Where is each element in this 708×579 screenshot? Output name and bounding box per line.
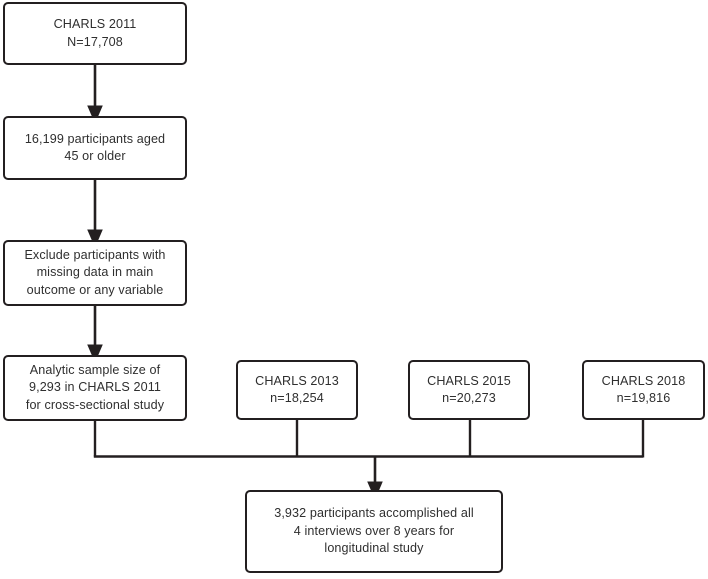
node-longitudinal-sample-label: 3,932 participants accomplished all 4 in… bbox=[274, 506, 474, 556]
node-source-cohort-label: CHARLS 2011 N=17,708 bbox=[53, 17, 137, 49]
node-wave-2015-label: CHARLS 2015 n=20,273 bbox=[427, 373, 511, 406]
node-wave-2018[interactable]: CHARLS 2018 n=19,816 bbox=[582, 360, 705, 420]
node-exclusion-missing-data[interactable]: Exclude participants with missing data i… bbox=[3, 240, 187, 306]
node-exclusion-missing-data-label: Exclude participants with missing data i… bbox=[24, 247, 166, 297]
node-eligible-age[interactable]: 16,199 participants aged 45 or older bbox=[3, 116, 187, 180]
node-analytic-sample-2011[interactable]: Analytic sample size of 9,293 in CHARLS … bbox=[3, 355, 187, 421]
node-source-cohort[interactable]: CHARLS 2011 N=17,708 bbox=[3, 2, 187, 65]
node-analytic-sample-2011-label: Analytic sample size of 9,293 in CHARLS … bbox=[25, 362, 165, 412]
node-wave-2013-label: CHARLS 2013 n=18,254 bbox=[255, 373, 339, 406]
node-eligible-age-label: 16,199 participants aged 45 or older bbox=[24, 131, 166, 164]
node-wave-2018-label: CHARLS 2018 n=19,816 bbox=[601, 373, 686, 406]
node-longitudinal-sample[interactable]: 3,932 participants accomplished all 4 in… bbox=[245, 490, 503, 573]
node-wave-2013[interactable]: CHARLS 2013 n=18,254 bbox=[236, 360, 358, 420]
node-wave-2015[interactable]: CHARLS 2015 n=20,273 bbox=[408, 360, 530, 420]
